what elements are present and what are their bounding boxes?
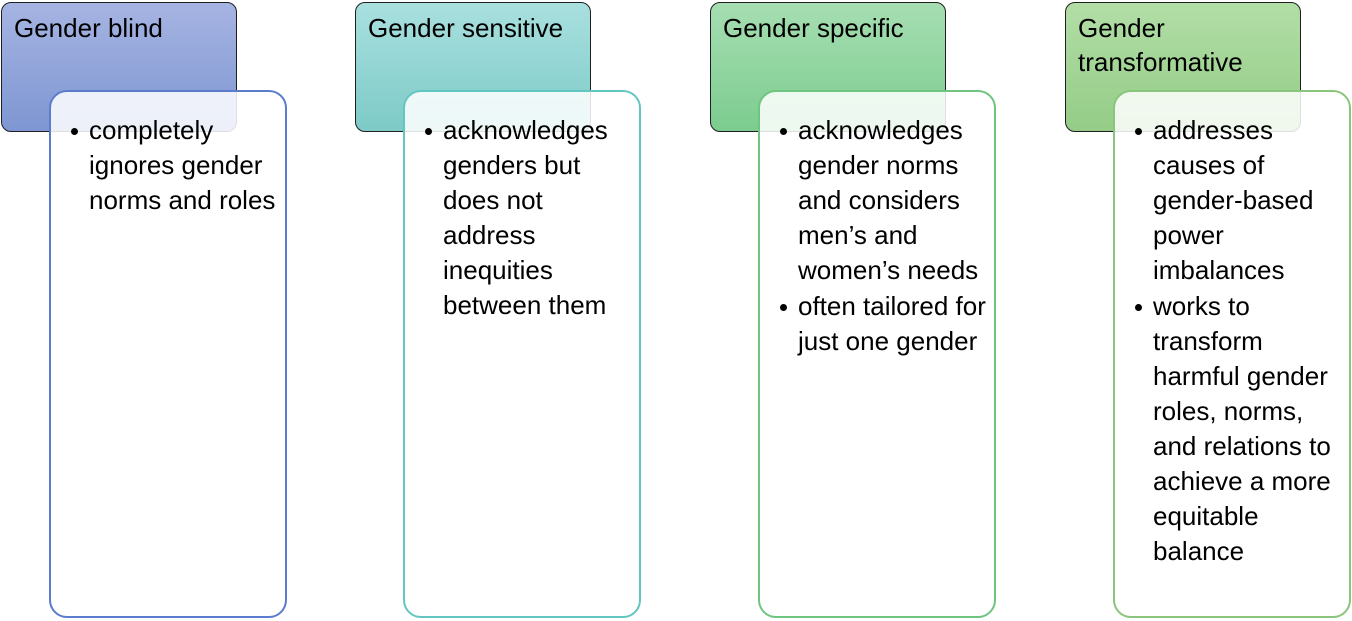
bullet-item: works to transform harmful gender roles,… (1135, 289, 1352, 569)
bullet-dot-icon (425, 128, 432, 135)
bullet-dot-icon (780, 304, 787, 311)
bullet-item: often tailored for just one gender (780, 289, 993, 359)
bullet-list: addresses causes of gender-based power i… (1135, 113, 1349, 569)
bullet-item: acknowledges genders but does not addres… (425, 113, 633, 323)
description-card: acknowledges genders but does not addres… (403, 90, 641, 618)
bullet-text: often tailored for just one gender (798, 291, 986, 356)
bullet-list: acknowledges gender norms and considers … (780, 113, 994, 359)
column-title: Gender blind (14, 13, 163, 43)
bullet-item: acknowledges gender norms and considers … (780, 113, 993, 288)
column-gender-specific: Gender specific acknowledges gender norm… (710, 0, 1010, 621)
column-title: Gender transformative (1078, 13, 1243, 77)
column-gender-blind: Gender blind completely ignores gender n… (1, 0, 301, 621)
bullet-dot-icon (1135, 304, 1142, 311)
bullet-dot-icon (780, 128, 787, 135)
bullet-dot-icon (71, 128, 78, 135)
bullet-text: addresses causes of gender-based power i… (1153, 115, 1314, 285)
bullet-text: completely ignores gender norms and role… (89, 115, 276, 215)
bullet-text: acknowledges gender norms and considers … (798, 115, 979, 285)
description-card: completely ignores gender norms and role… (49, 90, 287, 618)
column-gender-transformative: Gender transformative addresses causes o… (1065, 0, 1352, 621)
column-gender-sensitive: Gender sensitive acknowledges genders bu… (355, 0, 655, 621)
bullet-dot-icon (1135, 128, 1142, 135)
bullet-item: addresses causes of gender-based power i… (1135, 113, 1352, 288)
bullet-list: acknowledges genders but does not addres… (425, 113, 639, 323)
bullet-item: completely ignores gender norms and role… (71, 113, 279, 218)
column-title: Gender specific (723, 13, 904, 43)
description-card: addresses causes of gender-based power i… (1113, 90, 1351, 618)
column-title: Gender sensitive (368, 13, 564, 43)
bullet-list: completely ignores gender norms and role… (71, 113, 285, 218)
bullet-text: acknowledges genders but does not addres… (443, 115, 608, 320)
description-card: acknowledges gender norms and considers … (758, 90, 996, 618)
bullet-text: works to transform harmful gender roles,… (1153, 291, 1331, 566)
